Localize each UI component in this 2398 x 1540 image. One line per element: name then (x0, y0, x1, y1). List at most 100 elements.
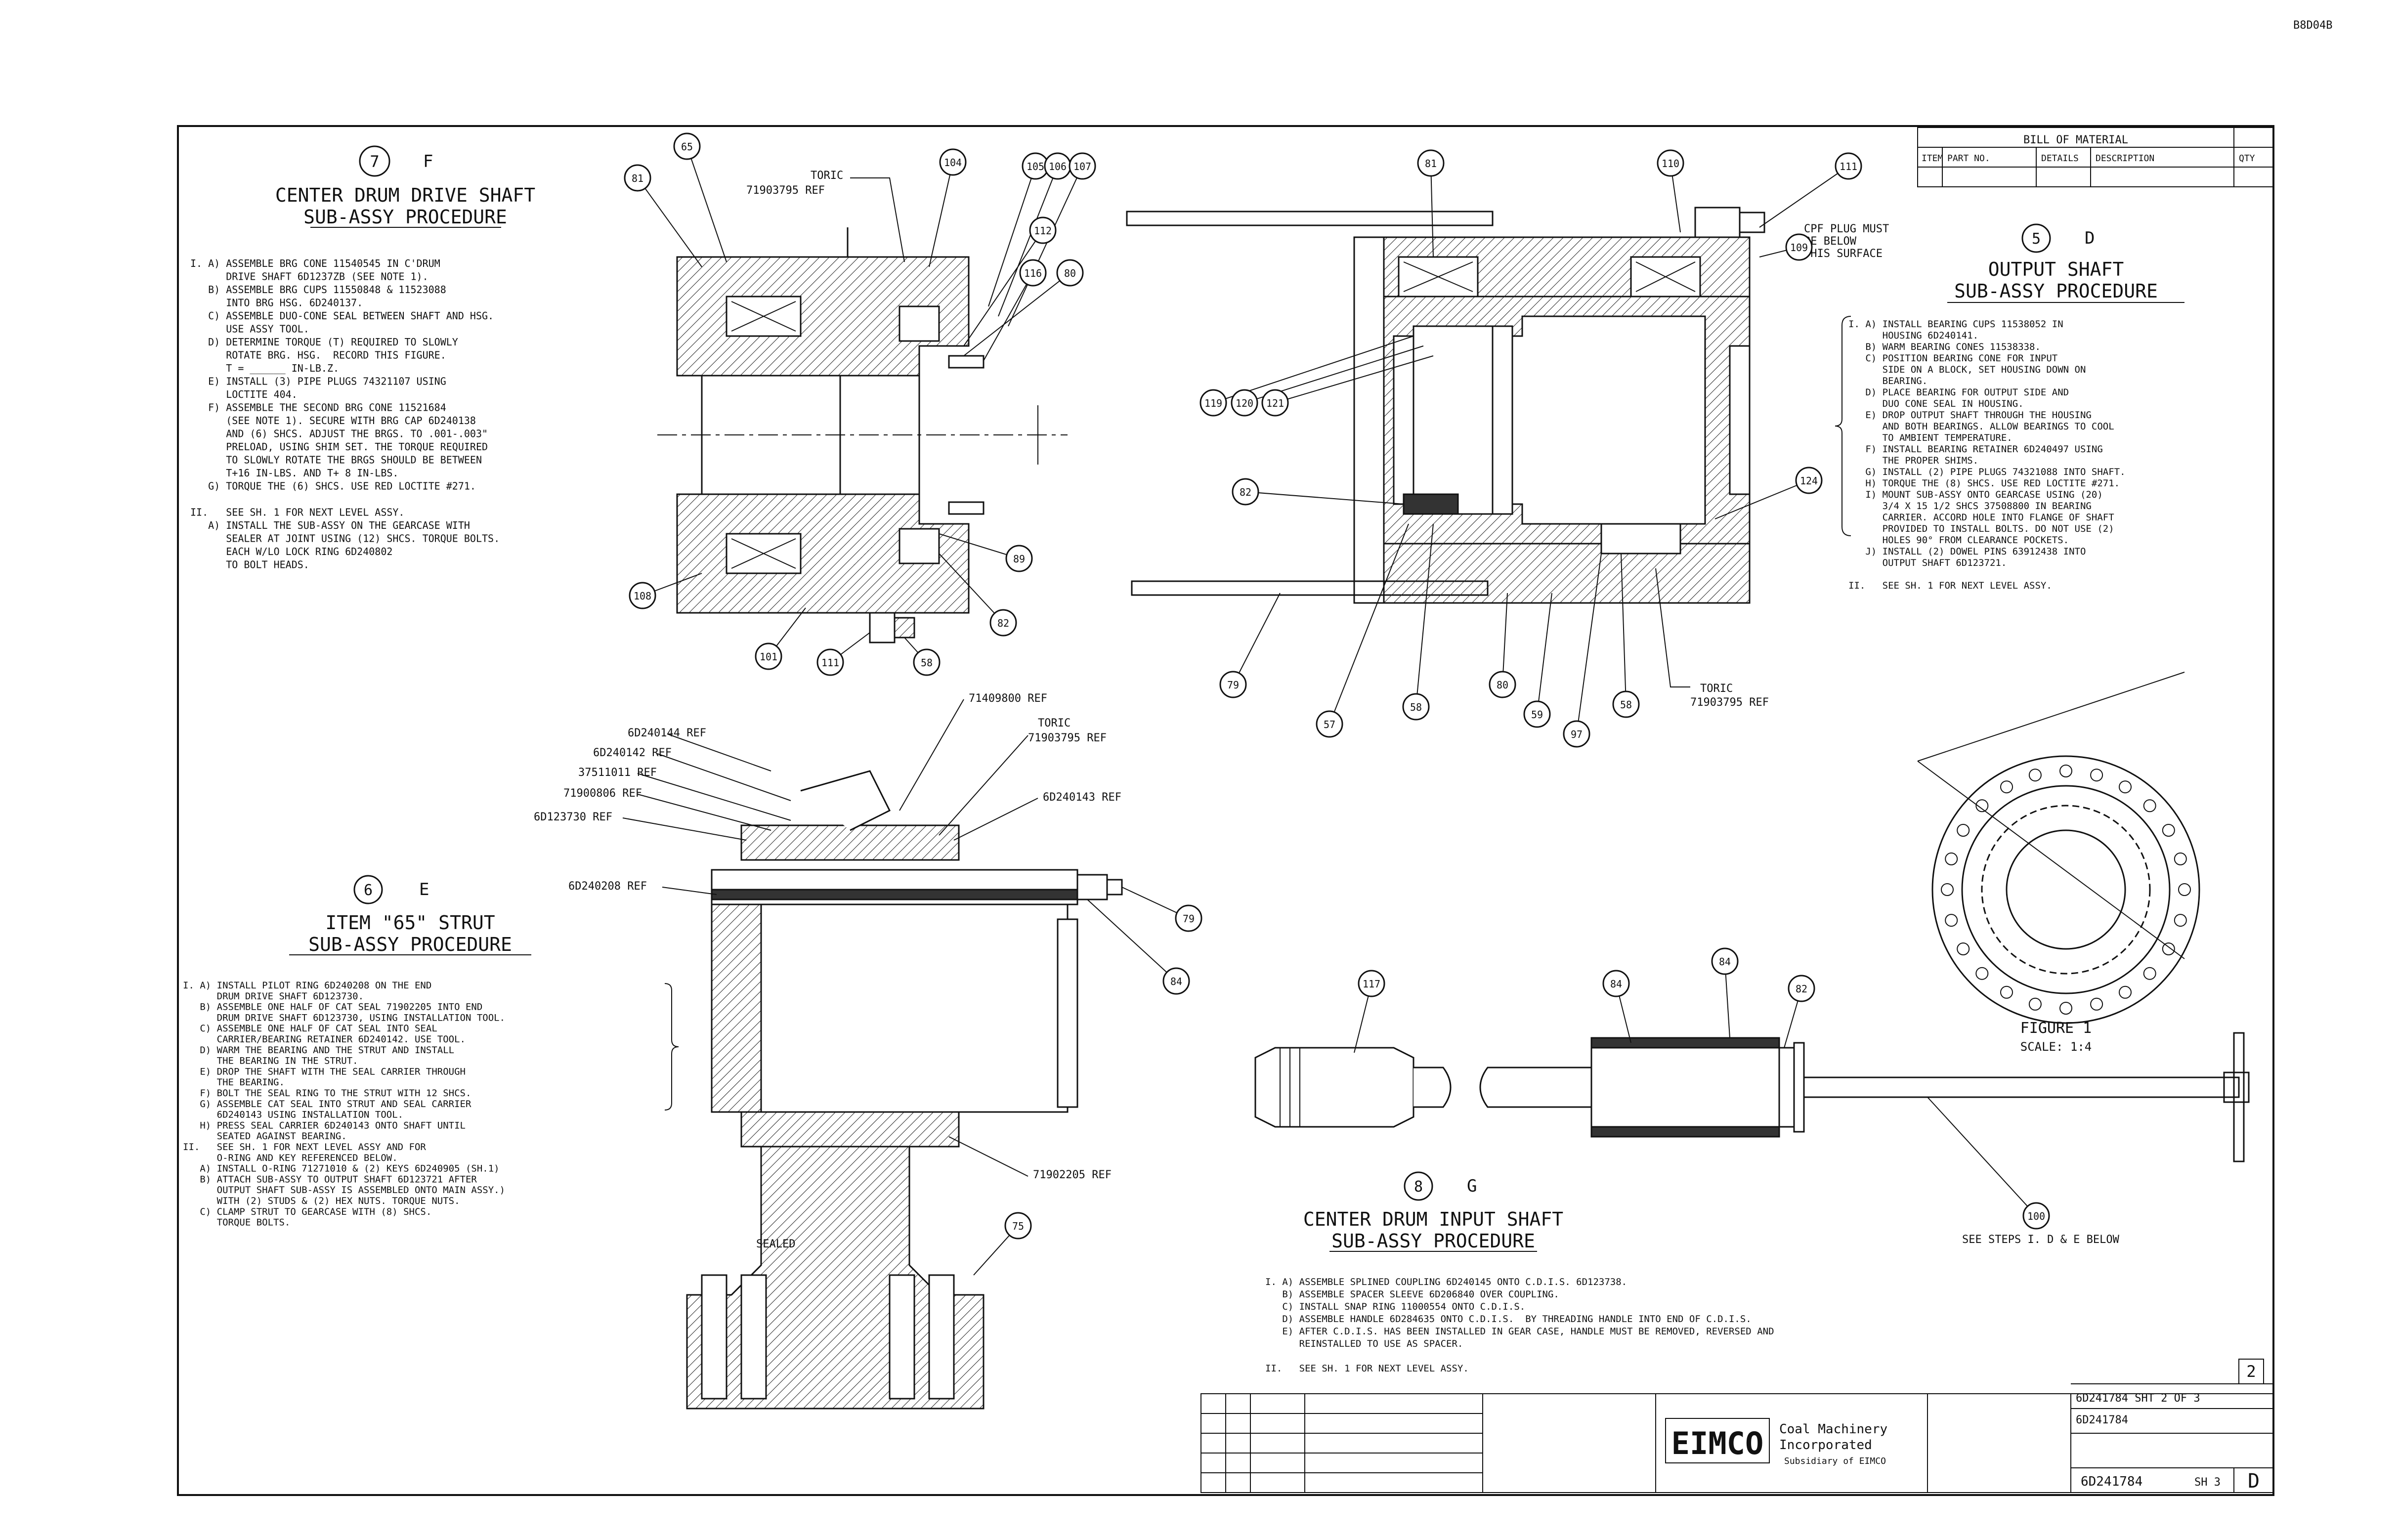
leader-line (939, 533, 1020, 559)
section-e-step-line: O-RING AND KEY REFERENCED BELOW. (183, 1153, 398, 1163)
flange-bolt-hole (2119, 780, 2132, 794)
callout-balloon-number: 57 (1324, 719, 1335, 730)
leader-line (963, 272, 1071, 356)
flange-bolt-hole (2143, 967, 2156, 980)
leader-line (1502, 593, 1508, 685)
section-d-step-line: SIDE ON A BLOCK, SET HOUSING DOWN ON (1848, 364, 2086, 375)
input-shaft-view (1254, 1032, 2250, 1162)
leader-line (1275, 355, 1434, 403)
section-e-step-line: A) INSTALL O-RING 71271010 & (2) KEYS 6D… (183, 1163, 500, 1174)
section-g-steps: I. A) ASSEMBLE SPLINED COUPLING 6D240145… (1265, 1277, 1774, 1374)
callout-balloon (816, 648, 844, 676)
svg-text:71900806 REF: 71900806 REF (563, 787, 642, 800)
svg-text:8: 8 (1414, 1178, 1423, 1196)
section-d-subtitle: SUB-ASSY PROCEDURE (1954, 280, 2158, 302)
leader-line (1759, 166, 1849, 228)
flange-bolt-hole (1957, 824, 1970, 837)
bom-header-cell: DESCRIPTION (2096, 153, 2154, 164)
strut-callouts: 6D240144 REF 6D240142 REF 37511011 REF 7… (534, 692, 1121, 1250)
callout-balloon-number: 59 (1531, 709, 1543, 721)
section-d-step-line: 3/4 X 15 1/2 SHCS 37508800 IN BEARING (1848, 501, 2092, 512)
section-d-step-line: PROVIDED TO INSTALL BOLTS. DO NOT USE (2… (1848, 523, 2114, 534)
callout-balloon-number: 58 (1620, 699, 1632, 711)
sheet-number: 2 (2246, 1362, 2256, 1381)
section-d-step-line: F) INSTALL BEARING RETAINER 6D240497 USI… (1848, 444, 2103, 455)
section-g-step-line: E) AFTER C.D.I.S. HAS BEEN INSTALLED IN … (1265, 1326, 1774, 1337)
flange-bolt-hole (1945, 852, 1958, 865)
bom-header-cell: PART NO. (1947, 153, 1990, 164)
callout-balloon-number: 119 (1204, 397, 1222, 409)
section-d-step-line: AND BOTH BEARINGS. ALLOW BEARINGS TO COO… (1848, 421, 2114, 432)
section-e-step-line: TORQUE BOLTS. (183, 1217, 290, 1228)
leader-line (1245, 491, 1404, 505)
section-e-step-line: DRUM DRIVE SHAFT 6D123730, USING INSTALL… (183, 1012, 505, 1023)
flange-bolt-hole (2174, 852, 2187, 865)
section-d-title: OUTPUT SHAFT (1988, 258, 2124, 280)
section-e-step-line: OUTPUT SHAFT SUB-ASSY IS ASSEMBLED ONTO … (183, 1185, 505, 1196)
callout-balloon-number: 101 (760, 651, 777, 663)
callout-balloon (1657, 149, 1684, 177)
sealed-label: SEALED (756, 1238, 795, 1250)
plug-note-2: BE BELOW (1804, 235, 1857, 248)
callout-balloon (1232, 478, 1259, 506)
input-shaft-callouts: SEE STEPS I. D & E BELOW (1962, 1234, 2120, 1246)
figure-1-flange (1917, 672, 2200, 1024)
bom-header-cell: QTY (2239, 153, 2255, 164)
section-d-step-line: HOUSING 6D240141. (1848, 330, 1978, 341)
section-d-step-line: B) WARM BEARING CONES 11538338. (1848, 342, 2041, 352)
callout-balloon-number: 109 (1790, 242, 1808, 254)
callout-balloon (1523, 700, 1551, 728)
section-e-steps: I. A) INSTALL PILOT RING 6D240208 ON THE… (183, 980, 505, 1228)
callout-balloon (1402, 693, 1430, 721)
callout-balloon (1788, 975, 1815, 1002)
flange-bolt-hole (1975, 799, 1989, 813)
flange-bolt-hole (2000, 985, 2013, 999)
drawing-border (177, 125, 2274, 1496)
svg-text:6: 6 (364, 882, 373, 899)
section-d-step-line: DUO CONE SEAL IN HOUSING. (1848, 398, 2024, 409)
section-f-steps: I. A) ASSEMBLE BRG CONE 11540545 IN C'DR… (190, 257, 500, 571)
section-f-step-line: INTO BRG HSG. 6D240137. (190, 297, 363, 309)
section-f-step-line: A) INSTALL THE SUB-ASSY ON THE GEARCASE … (190, 519, 470, 531)
callout-balloon (1602, 970, 1630, 997)
revision-letter: D (2248, 1470, 2260, 1493)
svg-text:7: 7 (370, 152, 379, 171)
bill-of-material (1917, 127, 2274, 187)
section-d-step-line: THE PROPER SHIMS. (1848, 455, 1978, 466)
leader-line (637, 177, 702, 267)
callout-balloon-number: 111 (1840, 161, 1857, 172)
flange-bolt-hole (2143, 799, 2156, 813)
svg-text:E: E (419, 880, 429, 899)
section-d-step-line: OUTPUT SHAFT 6D123721. (1848, 557, 2007, 568)
section-d-step-line: HOLES 90° FROM CLEARANCE POCKETS. (1848, 535, 2069, 546)
drive-shaft-section-view (657, 227, 1068, 643)
section-e-step-line: C) ASSEMBLE ONE HALF OF CAT SEAL INTO SE… (183, 1023, 437, 1034)
flange-bolt-hole (1957, 942, 1970, 955)
output-shaft-section-view (1126, 207, 1765, 604)
bom-header-cell: DETAILS (2041, 153, 2079, 164)
callout-balloon (1069, 152, 1096, 180)
leader-line (1927, 1097, 2037, 1216)
callout-balloon-number: 84 (1610, 978, 1622, 990)
section-d-step-line: H) TORQUE THE (8) SHCS. USE RED LOCTITE … (1848, 478, 2120, 489)
section-f-step-line: TO BOLT HEADS. (190, 559, 309, 571)
svg-text:71409800 REF: 71409800 REF (969, 692, 1047, 705)
flange-bolt-hole (2090, 769, 2103, 782)
section-f-step-line: D) DETERMINE TORQUE (T) REQUIRED TO SLOW… (190, 336, 458, 348)
leader-line (998, 166, 1058, 317)
flange-bolt-hole (2162, 824, 2175, 837)
section-e-step-line: H) PRESS SEAL CARRIER 6D240143 ONTO SHAF… (183, 1120, 466, 1131)
section-f-step-line: (SEE NOTE 1). SECURE WITH BRG CAP 6D2401… (190, 415, 476, 427)
callout-balloon-number: 79 (1183, 913, 1195, 925)
svg-text:5: 5 (2032, 230, 2041, 248)
callout-balloon-number: 116 (1024, 267, 1042, 279)
svg-text:6D240208 REF: 6D240208 REF (568, 880, 647, 893)
section-e-step-line: 6D240143 USING INSTALLATION TOOL. (183, 1110, 403, 1120)
toric-label: TORIC (811, 170, 843, 182)
callout-balloon-number: 82 (997, 617, 1009, 629)
section-f-step-line: E) INSTALL (3) PIPE PLUGS 74321107 USING (190, 376, 446, 387)
flange-bolt-hole (1941, 883, 1954, 896)
section-d-header: 5 D OUTPUT SHAFT SUB-ASSY PROCEDURE (1947, 223, 2184, 303)
section-g-header: 8 G CENTER DRUM INPUT SHAFT SUB-ASSY PRO… (1303, 1171, 1563, 1252)
